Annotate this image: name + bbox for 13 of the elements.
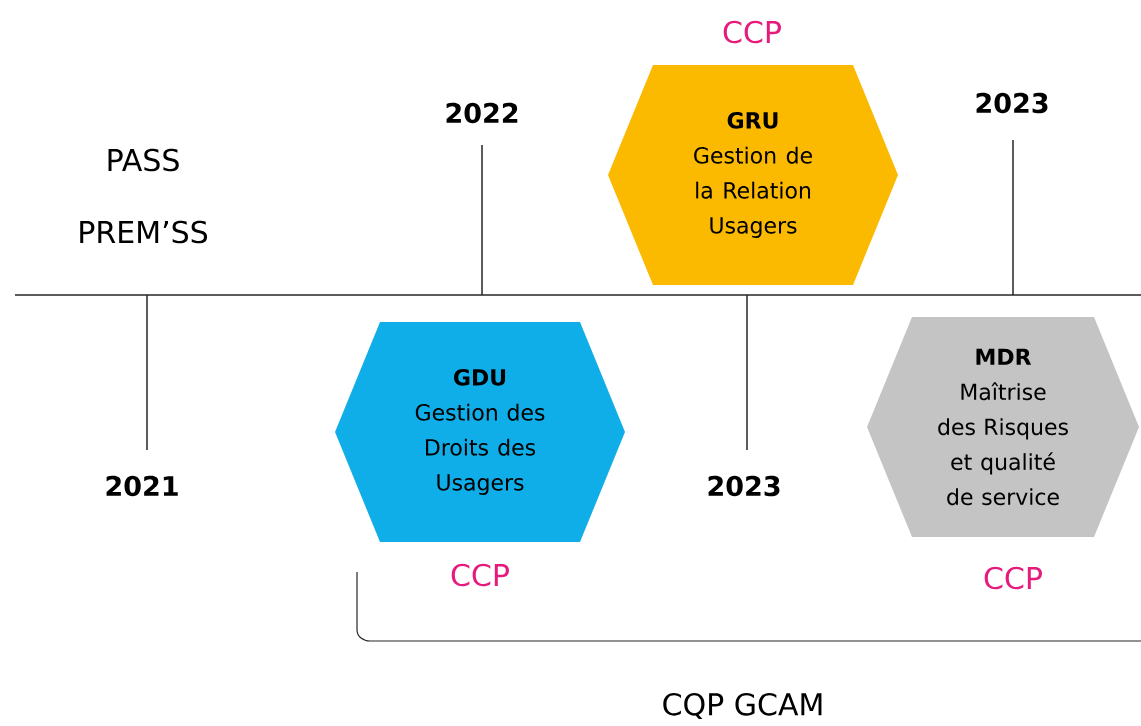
text-label: CQP GCAM — [663, 692, 822, 720]
hexagon: GDU Gestion des Droits des Usagers — [335, 322, 625, 542]
year-label: 2021 — [106, 475, 178, 497]
year-label: 2023 — [976, 92, 1048, 114]
year-label: 2023 — [708, 475, 780, 497]
text-label: PREM’SS — [80, 220, 208, 244]
hexagon: GRU Gestion de la Relation Usagers — [608, 65, 898, 285]
tag-label: CCP — [984, 566, 1042, 590]
hexagon: MDR Maîtrise des Risques et qualité de service — [867, 317, 1139, 537]
year-label: 2022 — [446, 102, 518, 124]
tag-label: CCP — [723, 20, 781, 44]
tag-label: CCP — [451, 563, 509, 587]
text-label: PASS — [108, 148, 179, 172]
